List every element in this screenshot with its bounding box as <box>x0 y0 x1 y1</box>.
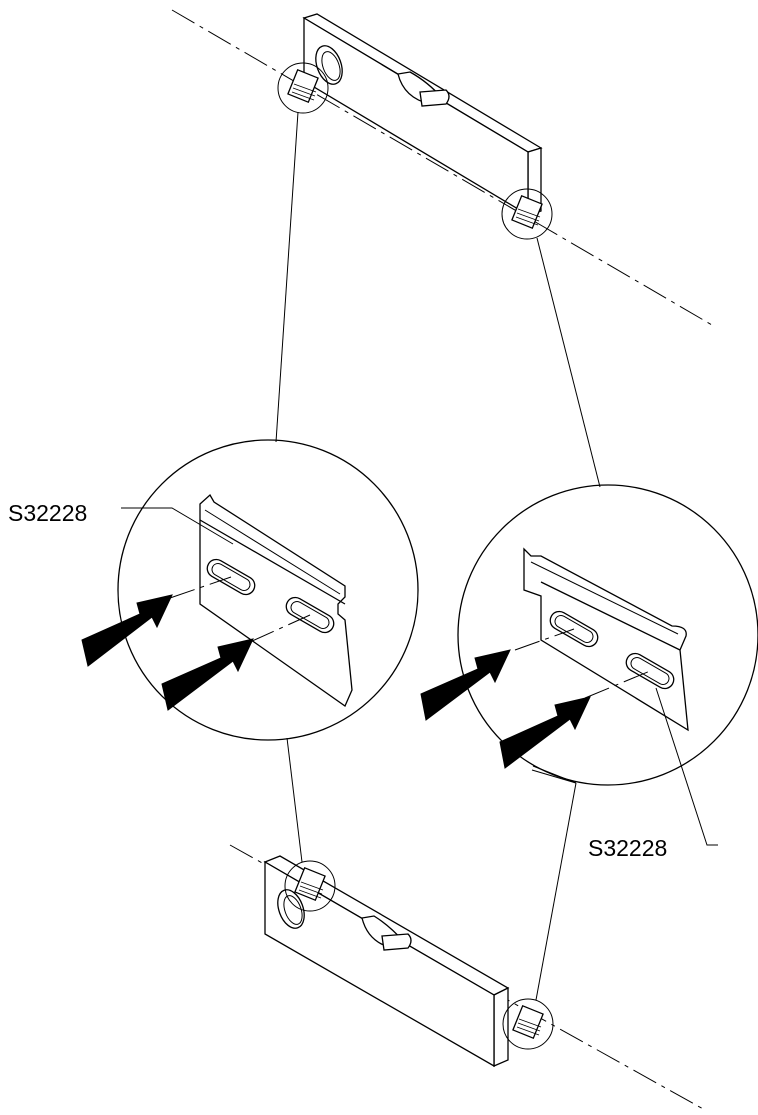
top-right-detail-circle <box>501 188 553 240</box>
leader-line <box>536 237 601 488</box>
top-spirit-level <box>171 9 713 326</box>
callout-label-right: S32228 <box>588 835 667 861</box>
right-magnified-bracket <box>420 484 758 846</box>
leader-line <box>532 765 577 784</box>
leader-line <box>535 782 577 1001</box>
screw-direction-arrow <box>81 594 173 667</box>
left-magnified-bracket <box>81 439 419 741</box>
screw-direction-arrow <box>161 638 254 711</box>
leader-line <box>531 769 577 784</box>
screw-direction-arrow <box>499 696 591 769</box>
leader-line <box>275 111 299 443</box>
bottom-left-detail-circle <box>284 860 336 912</box>
bottom-right-detail-circle <box>502 998 554 1050</box>
bottom-spirit-level <box>229 844 706 1111</box>
callout-label-left: S32228 <box>8 500 87 526</box>
leader-line <box>286 737 303 863</box>
top-left-detail-circle <box>277 62 329 114</box>
screw-direction-arrow <box>420 649 511 721</box>
